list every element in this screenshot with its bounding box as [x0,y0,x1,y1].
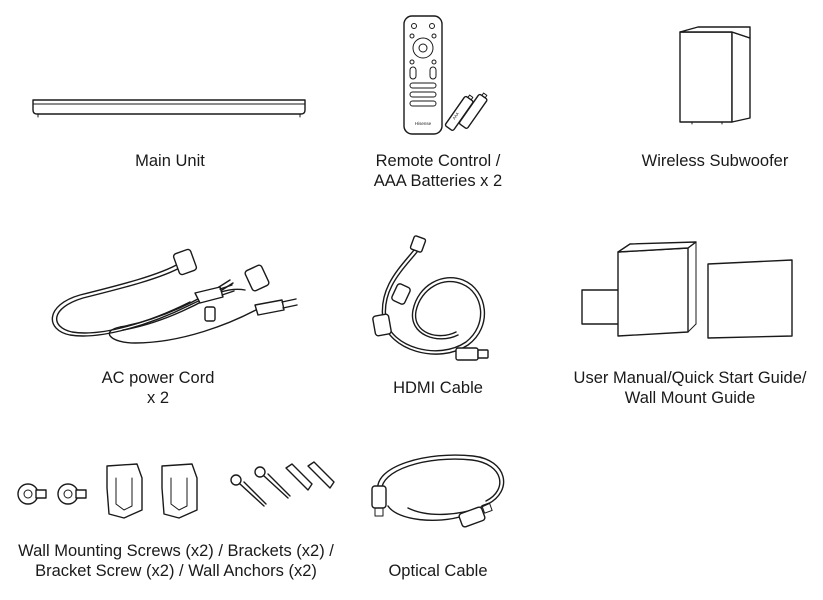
caption-line: Main Unit [135,152,205,170]
caption-line: AC power Cord [101,369,215,387]
caption-line: Bracket Screw (x2) / Wall Anchors (x2) [35,562,317,580]
remote-caption: Remote Control / AAA Batteries x 2 [353,151,523,191]
battery-label: AAA [451,111,460,121]
wall-mount-caption: Wall Mounting Screws (x2) / Brackets (x2… [6,541,346,581]
caption-line: User Manual/Quick Start Guide/ [573,369,807,387]
caption-line: Remote Control / [375,152,501,170]
soundbar-icon [30,92,308,122]
subwoofer-icon [672,24,758,126]
caption-line: Optical Cable [388,562,488,580]
optical-caption: Optical Cable [358,561,518,581]
caption-line: Wall Mounting Screws (x2) / Brackets (x2… [18,542,334,560]
manuals-caption: User Manual/Quick Start Guide/ Wall Moun… [565,368,815,408]
wall-screw-icon [17,483,87,505]
optical-cable-icon [368,446,518,546]
ac-cord-caption: AC power Cord x 2 [78,368,238,408]
subwoofer-caption: Wireless Subwoofer [625,151,805,171]
caption-line: x 2 [146,389,169,407]
remote-brand-label: Hisense [415,121,432,126]
manual-booklets-icon [578,240,798,340]
main-unit-caption: Main Unit [90,151,250,171]
caption-line: HDMI Cable [393,379,483,397]
power-cord-icon [40,245,310,350]
caption-line: Wireless Subwoofer [641,152,789,170]
wall-mount-hardware-icon [12,458,342,524]
bracket-screw-icon [230,466,291,507]
caption-line: AAA Batteries x 2 [373,172,503,190]
caption-line: Wall Mount Guide [624,389,756,407]
wall-anchor-icon [285,461,335,491]
hdmi-cable-icon [368,235,498,370]
bracket-icon [106,463,198,519]
remote-control-icon: Hisense AAA [398,14,490,138]
hdmi-caption: HDMI Cable [358,378,518,398]
